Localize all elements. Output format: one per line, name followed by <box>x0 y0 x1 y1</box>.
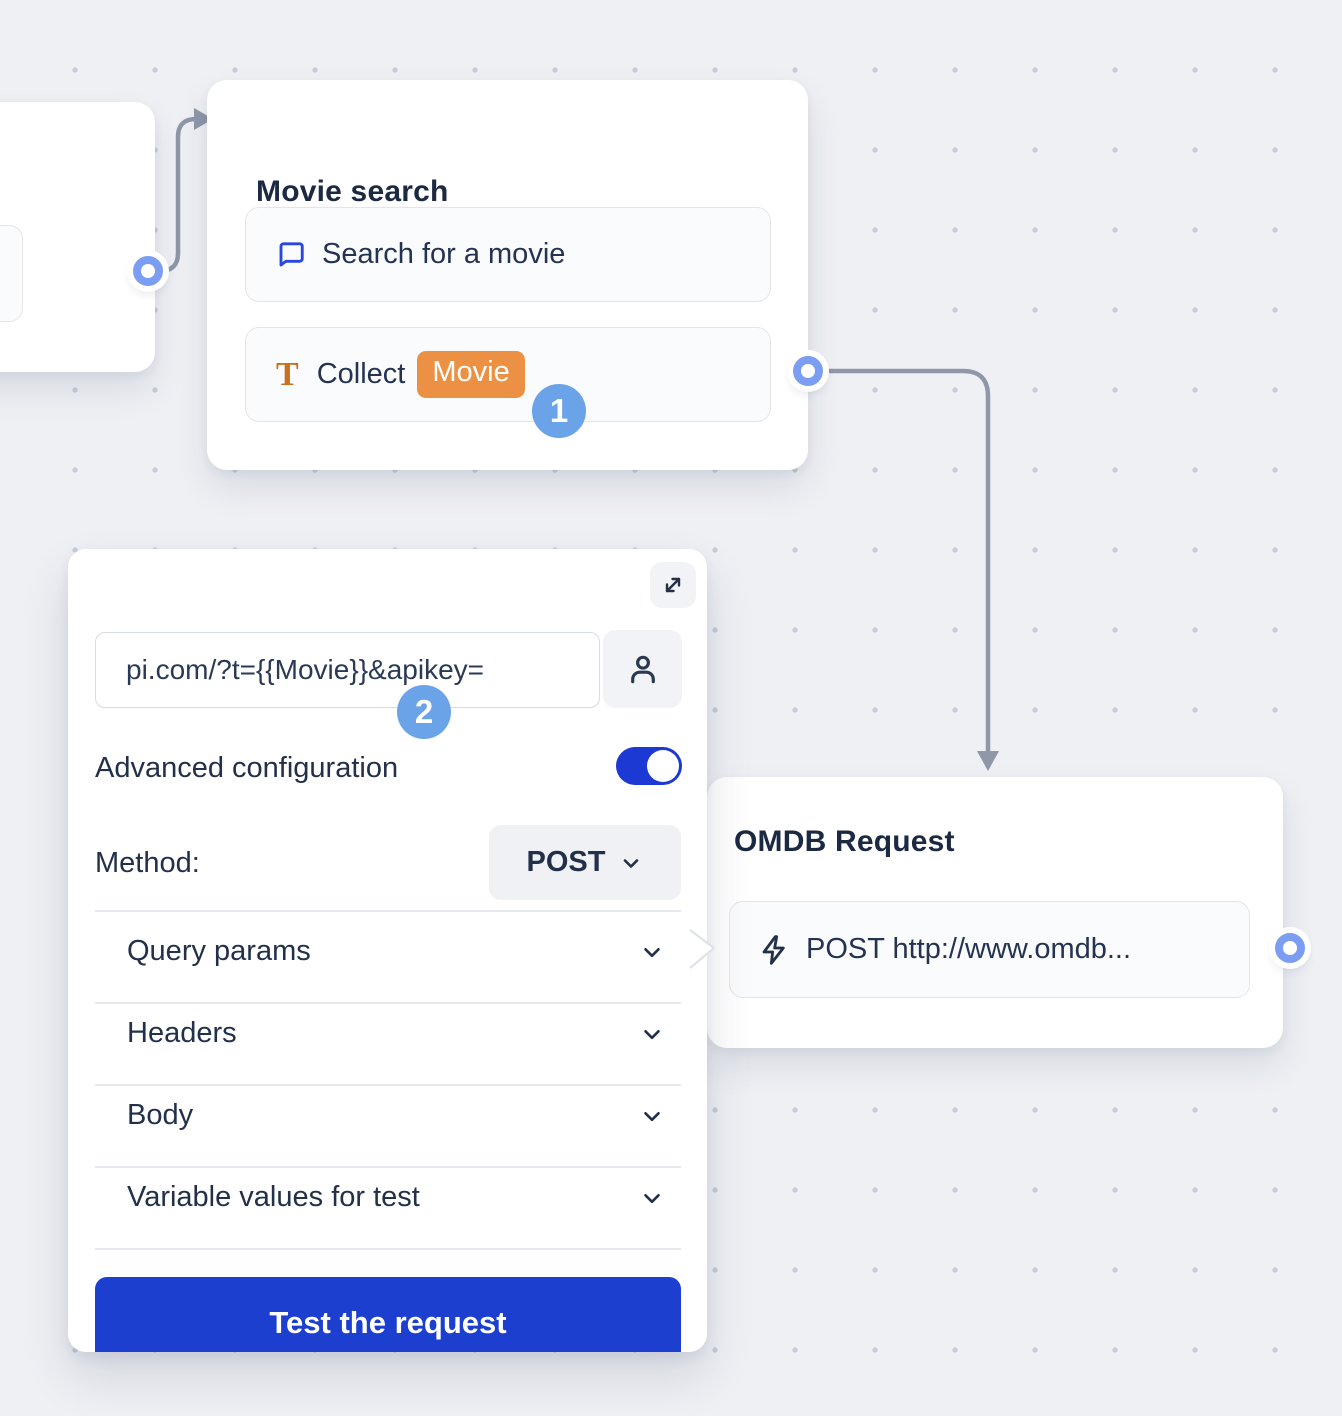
method-value: POST <box>526 846 606 878</box>
section-headers[interactable]: Headers <box>95 993 681 1074</box>
section-body[interactable]: Body <box>95 1075 681 1156</box>
chevron-down-icon <box>639 1021 665 1047</box>
chevron-down-icon <box>639 1185 665 1211</box>
collect-step-item[interactable]: T Collect Movie <box>245 327 771 422</box>
step-badge-2: 2 <box>397 685 451 739</box>
section-label: Query params <box>127 935 311 967</box>
section-label: Headers <box>127 1017 237 1049</box>
test-request-button[interactable]: Test the request <box>95 1277 681 1352</box>
url-input[interactable] <box>95 632 600 708</box>
message-step-item[interactable]: Search for a movie <box>245 207 771 302</box>
divider <box>95 1084 681 1086</box>
method-dropdown[interactable]: POST <box>489 825 681 900</box>
output-port[interactable] <box>133 256 163 286</box>
omdb-request-node[interactable]: OMDB Request POST http://www.omdb... <box>707 777 1283 1048</box>
chevron-down-icon <box>639 1103 665 1129</box>
message-step-label: Search for a movie <box>322 238 566 270</box>
movie-search-node[interactable]: Movie search Search for a movie T Collec… <box>207 80 808 470</box>
step-badge-1: 1 <box>532 384 586 438</box>
expand-icon <box>660 572 686 598</box>
user-icon <box>624 650 662 688</box>
variable-chip: Movie <box>417 351 525 398</box>
node-title: OMDB Request <box>734 825 955 858</box>
chat-bubble-icon <box>276 240 306 270</box>
output-port[interactable] <box>1275 933 1305 963</box>
previous-node-item[interactable] <box>0 225 23 322</box>
collect-step-label: Collect <box>316 358 406 390</box>
output-port[interactable] <box>793 356 823 386</box>
section-query-params[interactable]: Query params <box>95 911 681 992</box>
toggle-knob <box>647 750 679 782</box>
divider <box>95 1166 681 1168</box>
webhook-config-panel: Advanced configuration Method: POST Quer… <box>68 549 707 1352</box>
advanced-configuration-label: Advanced configuration <box>95 752 399 784</box>
divider <box>95 1248 681 1250</box>
section-label: Variable values for test <box>127 1181 420 1213</box>
advanced-configuration-toggle[interactable] <box>616 747 682 785</box>
method-label: Method: <box>95 847 200 879</box>
section-label: Body <box>127 1099 194 1131</box>
divider <box>95 1002 681 1004</box>
chevron-down-icon <box>619 851 643 875</box>
webhook-step-item[interactable]: POST http://www.omdb... <box>729 901 1250 998</box>
lightning-icon <box>758 934 790 966</box>
expand-button[interactable] <box>650 562 696 608</box>
node-title: Movie search <box>256 175 449 208</box>
previous-node[interactable] <box>0 102 155 372</box>
divider <box>95 910 681 912</box>
text-icon: T <box>276 355 299 393</box>
section-variable-values[interactable]: Variable values for test <box>95 1157 681 1238</box>
user-variables-button[interactable] <box>603 630 682 708</box>
chevron-down-icon <box>639 939 665 965</box>
webhook-step-label: POST http://www.omdb... <box>806 933 1132 965</box>
node-input-notch <box>689 929 716 969</box>
